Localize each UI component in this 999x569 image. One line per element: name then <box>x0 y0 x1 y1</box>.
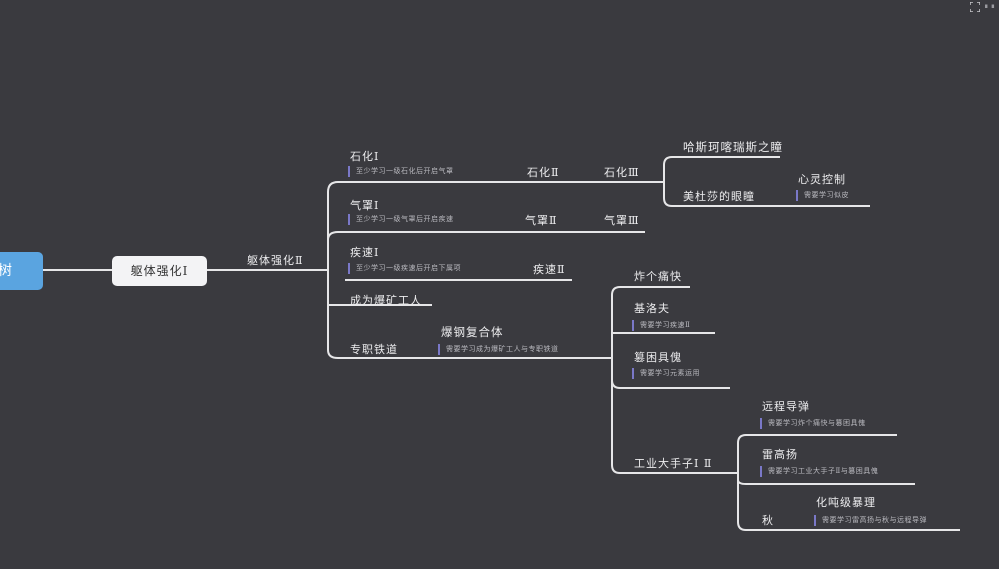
root-label: 树 <box>0 263 12 279</box>
node-stone-1[interactable]: 石化Ⅰ <box>350 150 380 163</box>
note-remote-guide: 需要学习炸个痛快与篡困具傀 <box>760 418 866 429</box>
node-medusa-eye[interactable]: 美杜莎的眼瞳 <box>683 190 755 203</box>
note-stone-1: 至少学习一级石化后开启气罩 <box>348 166 454 177</box>
node-blast-worker[interactable]: 成为爆矿工人 <box>350 294 422 307</box>
node-autumn[interactable]: 秋 <box>762 514 774 527</box>
node-body-enhance-1[interactable]: 躯体强化Ⅰ <box>112 256 207 286</box>
node-tool-puppet[interactable]: 篡困具傀 <box>634 351 682 364</box>
corner-label: ∎ ∎ <box>984 2 996 10</box>
node-speed-1[interactable]: 疾速Ⅰ <box>350 246 380 259</box>
node-shield-2[interactable]: 气罩Ⅱ <box>525 214 558 227</box>
fullscreen-icon[interactable] <box>970 2 980 12</box>
node-body-enhance-2[interactable]: 躯体强化Ⅱ <box>247 254 304 267</box>
node-shield-1[interactable]: 气罩Ⅰ <box>350 199 380 212</box>
note-mind-control: 需要学习似皮 <box>796 190 849 201</box>
node-mind-control[interactable]: 心灵控制 <box>798 173 846 186</box>
node-gibbs[interactable]: 基洛夫 <box>634 302 670 315</box>
node-remote-guide[interactable]: 远程导弹 <box>762 400 810 413</box>
note-leihuo: 需要学习工业大手子Ⅱ与篡困具傀 <box>760 466 878 477</box>
root-node[interactable]: 树 <box>0 252 43 290</box>
node-exclusive-rail[interactable]: 专职铁道 <box>350 343 398 356</box>
note-tool-puppet: 需要学习元素运用 <box>632 368 700 379</box>
node-stone-2[interactable]: 石化Ⅱ <box>527 166 560 179</box>
node-industry[interactable]: 工业大手子Ⅰ Ⅱ <box>634 457 713 470</box>
node-stone-3[interactable]: 石化Ⅲ <box>604 166 640 179</box>
node-body-enhance-1-label: 躯体强化Ⅰ <box>130 264 189 278</box>
note-steel-composite: 需要学习成为爆矿工人与专职铁道 <box>438 344 559 355</box>
node-shield-3[interactable]: 气罩Ⅲ <box>604 214 640 227</box>
note-gibbs: 需要学习疾速Ⅱ <box>632 320 690 331</box>
note-speed-1: 至少学习一级疾速后开启下属项 <box>348 263 461 274</box>
node-steel-composite[interactable]: 爆钢复合体 <box>441 325 504 339</box>
node-leihuo[interactable]: 雷高扬 <box>762 448 798 461</box>
note-chaos-core: 需要学习雷高扬与秋与远程导弹 <box>814 515 927 526</box>
node-bomb-lunatic[interactable]: 炸个痛快 <box>634 270 682 283</box>
node-hasmonastery[interactable]: 哈斯珂喀瑞斯之瞳 <box>683 140 783 154</box>
node-speed-2[interactable]: 疾速Ⅱ <box>533 263 566 276</box>
note-shield-1: 至少学习一级气罩后开启疾速 <box>348 214 454 225</box>
node-chaos-core[interactable]: 化吨级暴理 <box>816 496 876 509</box>
